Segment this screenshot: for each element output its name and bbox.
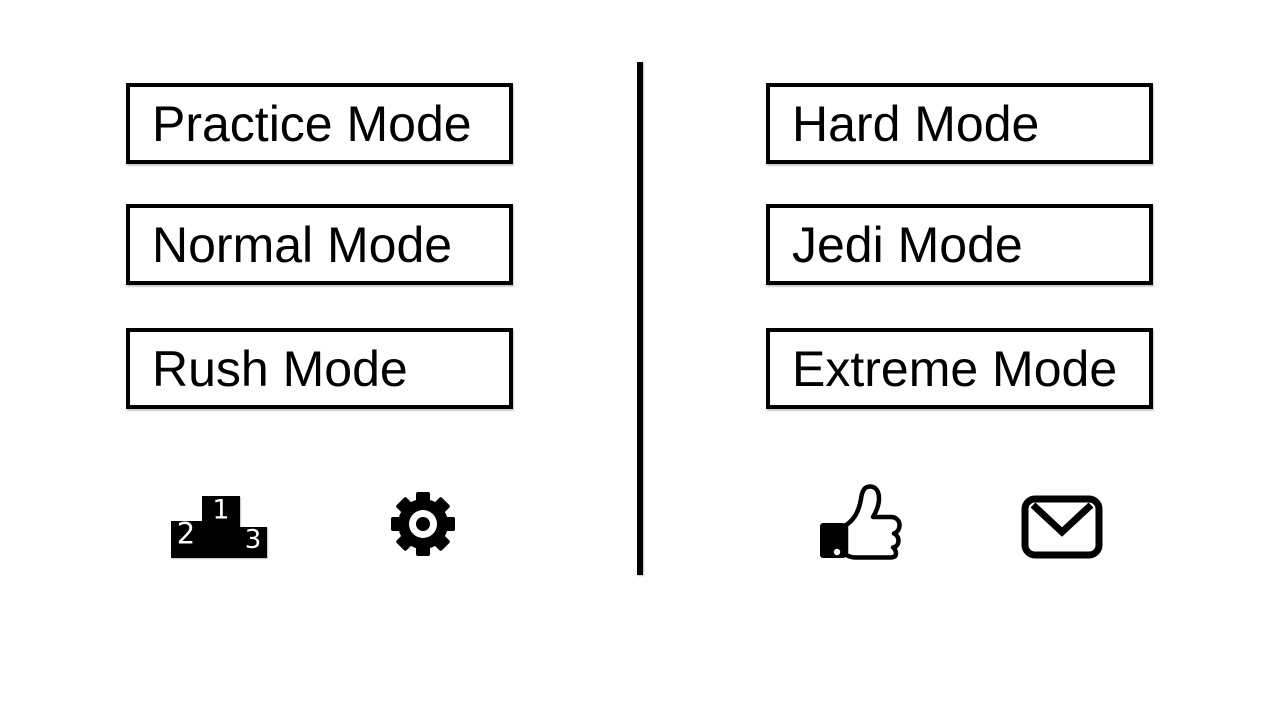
settings-icon[interactable] [391,491,455,557]
hard-mode-button[interactable]: Hard Mode [766,83,1153,164]
podium-second-place-block [171,521,202,558]
like-icon[interactable] [818,484,904,560]
podium-first-place-block [202,496,240,558]
leaderboard-icon[interactable]: 1 2 3 [171,496,267,558]
practice-mode-button[interactable]: Practice Mode [126,83,513,164]
jedi-mode-button[interactable]: Jedi Mode [766,204,1153,285]
podium-rank-1-label: 1 [212,494,230,526]
extreme-mode-button[interactable]: Extreme Mode [766,328,1153,409]
normal-mode-button[interactable]: Normal Mode [126,204,513,285]
podium-third-place-block [240,527,267,558]
podium-rank-3-label: 3 [244,525,262,555]
podium-rank-2-label: 2 [176,516,196,551]
mail-icon[interactable] [1021,495,1103,559]
rush-mode-button[interactable]: Rush Mode [126,328,513,409]
panel-divider [637,62,643,575]
